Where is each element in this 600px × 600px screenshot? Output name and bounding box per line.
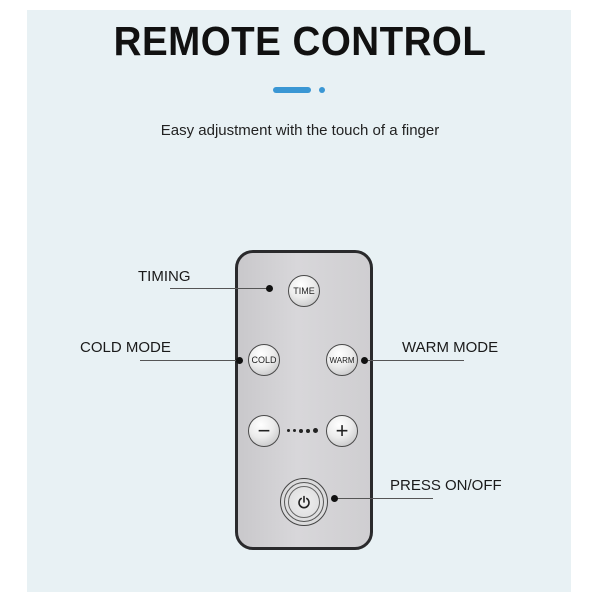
power-ring (284, 482, 324, 522)
level-dot (293, 429, 296, 432)
cold-mode-label: COLD MODE (80, 339, 171, 356)
power-pin (331, 495, 338, 502)
level-dot (313, 428, 318, 433)
subtitle: Easy adjustment with the touch of a fing… (160, 122, 440, 139)
level-indicator (287, 428, 318, 433)
warm-button[interactable]: WARM (326, 344, 358, 376)
power-button[interactable] (280, 478, 328, 526)
power-leader-line (336, 498, 433, 499)
time-button[interactable]: TIME (288, 275, 320, 307)
level-dot (299, 428, 303, 433)
power-ring (288, 486, 320, 518)
cold-button[interactable]: COLD (248, 344, 280, 376)
page-title: REMOTE CONTROL (113, 18, 487, 64)
cold-leader-line (140, 360, 240, 361)
accent-dash (273, 87, 311, 93)
accent-dot (319, 87, 325, 93)
timing-pin (266, 285, 273, 292)
timing-leader-line (170, 288, 270, 289)
minus-button[interactable]: − (248, 415, 280, 447)
plus-button[interactable]: + (326, 415, 358, 447)
power-label: PRESS ON/OFF (390, 477, 502, 494)
cold-pin (236, 357, 243, 364)
warm-mode-label: WARM MODE (402, 339, 499, 356)
warm-leader-line (366, 360, 464, 361)
timing-label: TIMING (138, 268, 191, 285)
power-icon (298, 495, 310, 509)
warm-pin (361, 357, 368, 364)
level-dot (306, 428, 310, 433)
level-dot (287, 429, 290, 432)
